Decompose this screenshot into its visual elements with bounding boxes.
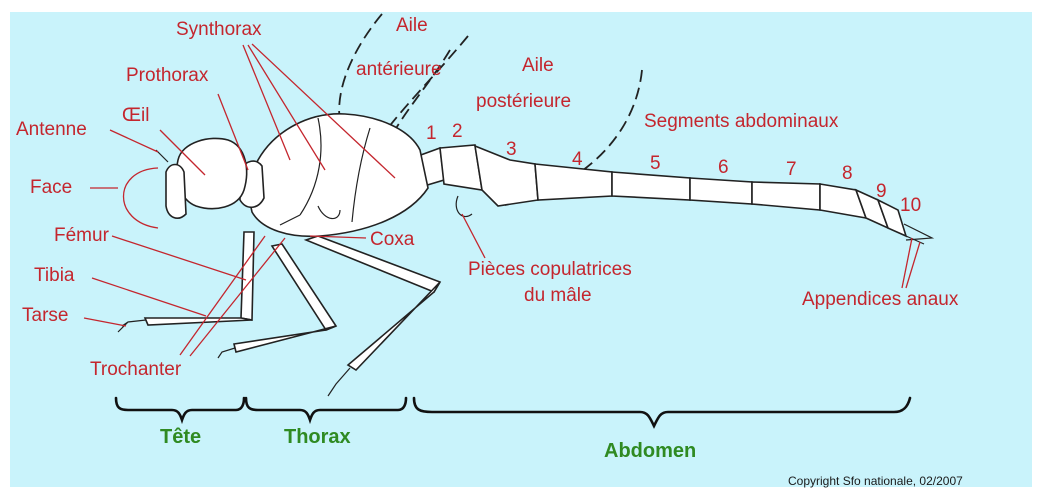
segment-number: 4 — [572, 150, 583, 170]
mid-tibia — [234, 326, 336, 352]
label-aile-posterieure-2: postérieure — [476, 92, 571, 112]
abdomen-segment-6 — [690, 178, 752, 204]
anal-appendages — [904, 224, 932, 244]
label-oeil: Œil — [122, 106, 149, 126]
face-plate — [166, 165, 186, 219]
label-aile-anterieure-1: Aile — [396, 16, 428, 36]
compound-eye — [177, 138, 247, 208]
segment-number: 3 — [506, 140, 517, 160]
label-aile-posterieure-1: Aile — [522, 56, 554, 76]
brace-thorax — [246, 398, 406, 420]
head-drawing — [156, 138, 247, 218]
label-pieces-copulatrices-1: Pièces copulatrices — [468, 260, 632, 280]
synthorax-shape — [250, 114, 428, 236]
section-abdomen: Abdomen — [604, 440, 696, 462]
brace-tete — [116, 398, 244, 420]
label-prothorax: Prothorax — [126, 66, 208, 86]
segment-number: 7 — [786, 160, 797, 180]
section-braces — [116, 398, 910, 426]
front-tibia — [145, 318, 252, 325]
leader-femur — [112, 236, 246, 280]
label-femur: Fémur — [54, 226, 109, 246]
front-tarsus — [118, 320, 146, 332]
mid-tarsus — [218, 348, 235, 358]
brace-abdomen — [414, 398, 910, 426]
label-tibia: Tibia — [34, 266, 74, 286]
label-tarse: Tarse — [22, 306, 68, 326]
label-pieces-copulatrices-2: du mâle — [524, 286, 592, 306]
label-aile-anterieure-2: antérieure — [356, 60, 442, 80]
label-face: Face — [30, 178, 72, 198]
segment-number: 6 — [718, 158, 729, 178]
leader-antenne — [110, 130, 158, 152]
segment-number: 2 — [452, 122, 463, 142]
label-coxa: Coxa — [370, 230, 414, 250]
label-segments-abdominaux: Segments abdominaux — [644, 112, 838, 132]
abdomen-segment-5 — [612, 172, 690, 200]
label-antenne: Antenne — [16, 120, 87, 140]
abdomen-segment-7 — [752, 182, 820, 210]
label-trochanter: Trochanter — [90, 360, 181, 380]
section-thorax: Thorax — [284, 426, 351, 448]
leader-appendices-2 — [906, 242, 920, 288]
mid-femur — [272, 244, 336, 330]
hind-tarsus — [328, 368, 350, 396]
leader-tibia — [92, 278, 206, 316]
face-arc — [124, 168, 159, 228]
segment-number: 5 — [650, 154, 661, 174]
segment-number: 9 — [876, 182, 887, 202]
label-appendices-anaux: Appendices anaux — [802, 290, 958, 310]
segment-number: 1 — [426, 124, 437, 144]
thorax-drawing — [240, 114, 428, 236]
abdomen-drawing — [418, 145, 932, 244]
hind-tibia — [348, 282, 440, 370]
copyright-notice: Copyright Sfo nationale, 02/2007 — [788, 474, 963, 488]
label-synthorax: Synthorax — [176, 20, 262, 40]
copulatory-organ — [456, 196, 472, 217]
front-femur — [241, 232, 254, 320]
segment-number: 10 — [900, 196, 921, 216]
leader-tarse — [84, 318, 126, 326]
section-tete: Tête — [160, 426, 201, 448]
leader-appendices-1 — [902, 238, 912, 288]
segment-number: 8 — [842, 164, 853, 184]
leader-pieces — [462, 214, 485, 258]
